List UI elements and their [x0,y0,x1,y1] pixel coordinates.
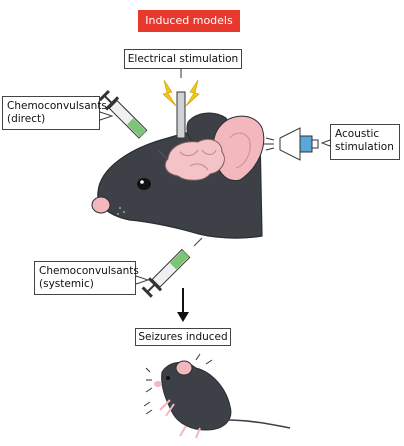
callout-label: Chemoconvulsants [7,100,107,112]
callout-label: Chemoconvulsants [39,265,139,277]
lightning-icon [162,79,200,107]
seizing-mouse-illustration [143,353,291,439]
callout-seizures-induced: Seizures induced [135,328,231,346]
callout-chemoconvulsants-direct: Chemoconvulsants (direct) [2,96,107,130]
callout-sublabel: (direct) [7,113,46,125]
electrode-icon [176,69,186,139]
syringe-icon [141,237,203,298]
callout-label: Seizures induced [138,331,228,343]
down-arrow-icon [177,288,189,322]
callout-chemoconvulsants-systemic: Chemoconvulsants (systemic) [34,261,139,295]
callout-electrical-stimulation: Electrical stimulation [124,49,242,69]
speaker-icon [264,127,319,161]
mouse-head-illustration [91,112,265,239]
page-title: Induced models [138,10,240,32]
callout-label: Acoustic [335,128,380,140]
callout-label: Electrical stimulation [127,53,239,65]
callout-sublabel: stimulation [335,141,394,153]
syringe-icon [98,89,169,161]
callout-sublabel: (systemic) [39,278,94,290]
callout-acoustic-stimulation: Acoustic stimulation [330,124,400,160]
